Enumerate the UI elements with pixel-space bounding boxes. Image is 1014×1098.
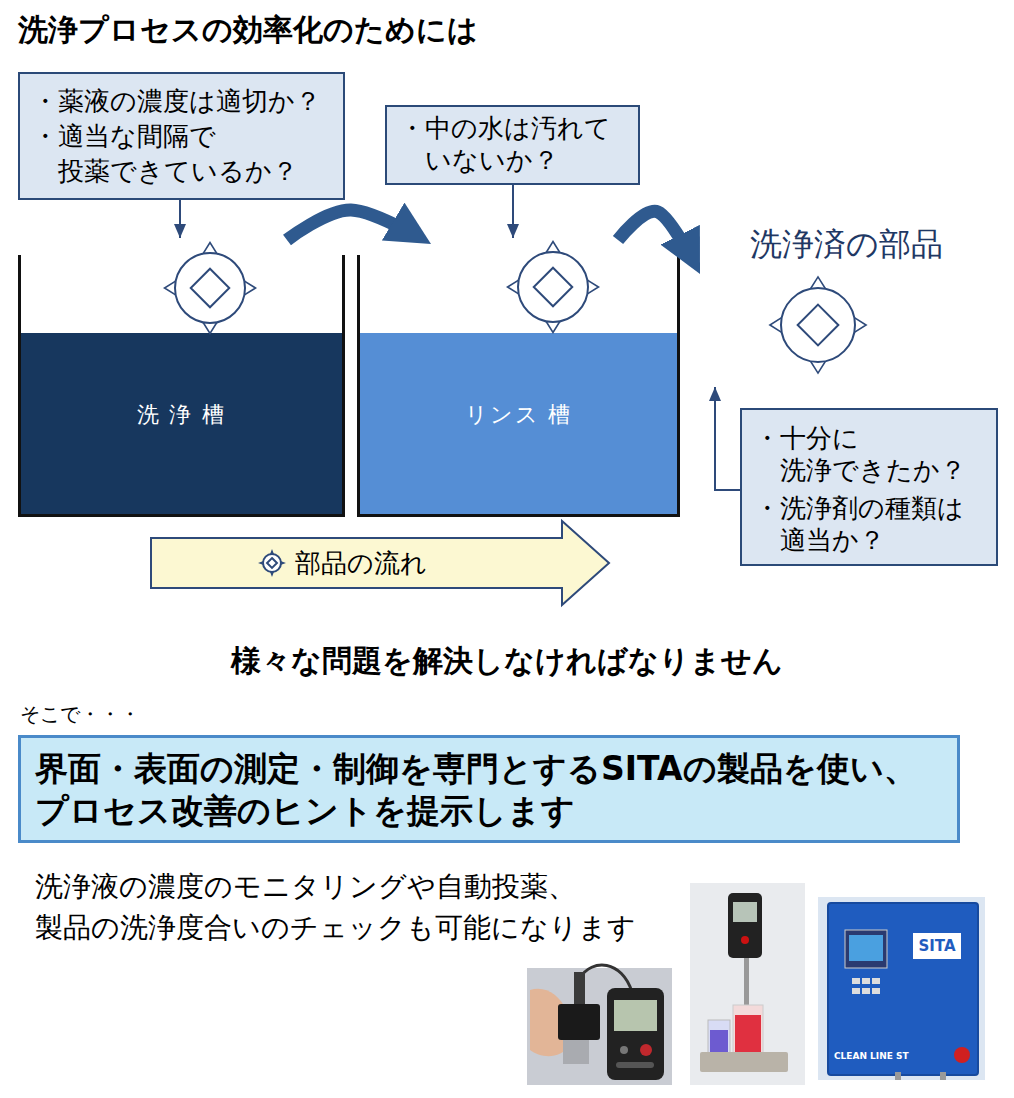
rinse-tank: リンス 槽 <box>357 238 680 517</box>
cabinet <box>828 903 978 1075</box>
pipe <box>940 1072 946 1080</box>
part-icon <box>770 277 866 373</box>
logo-plate <box>913 933 961 959</box>
node-text: ・適当な間隔で 投薬できているか？ <box>32 119 337 189</box>
product-model: CLEAN LINE ST <box>834 1050 944 1062</box>
part-diamond <box>267 558 277 568</box>
node-shape <box>18 238 345 517</box>
photo-background <box>527 968 672 1085</box>
sensor-block <box>558 1004 600 1040</box>
flow-arrow-band: 部品の流れ <box>150 520 610 606</box>
sensor-tip <box>563 1040 589 1064</box>
node-text-group: 洗浄済の部品 <box>750 224 943 264</box>
key <box>872 978 880 984</box>
device-body <box>728 893 762 958</box>
tensiometer-photo <box>690 883 805 1085</box>
meter-button <box>616 1062 654 1068</box>
callout-pointer <box>512 185 514 238</box>
meter-button <box>640 1044 652 1056</box>
process-flow-arrow <box>287 210 431 244</box>
node-text-group: 部品の流れ <box>295 546 427 580</box>
part-circle <box>175 253 245 323</box>
key <box>852 978 860 984</box>
beaker <box>708 1020 730 1053</box>
node-text: リンス 槽 <box>357 400 680 430</box>
display-frame <box>845 930 887 968</box>
question-callout: ・中の水は汚れて いないか？ <box>385 105 640 185</box>
node-text-group: 界面・表面の測定・制御を専門とするSITAの製品を使い、 プロセス改善のヒントを… <box>35 748 949 832</box>
solution-banner: 界面・表面の測定・制御を専門とするSITAの製品を使い、 プロセス改善のヒントを… <box>18 735 960 843</box>
part-diamond <box>798 305 839 346</box>
node-text-group: ・十分に 洗浄できたか？・洗浄剤の種類は 適当か？ <box>754 422 990 556</box>
node-text: 界面・表面の測定・制御を専門とするSITAの製品を使い、 プロセス改善のヒントを… <box>35 748 949 832</box>
statement-text: 様々な問題を解決しなければなりません <box>0 641 1014 681</box>
sensor-stem <box>574 972 585 1006</box>
part-diamond <box>534 268 573 307</box>
node-text: ・十分に 洗浄できたか？ <box>754 422 990 486</box>
key <box>862 988 870 994</box>
node-text-group: ・中の水は汚れて いないか？ <box>399 112 632 176</box>
pipe <box>895 1072 901 1080</box>
liquid <box>735 1015 761 1052</box>
part-icon <box>508 242 599 333</box>
lead-in-text: そこで・・・ <box>20 700 220 728</box>
cable <box>580 965 632 992</box>
node-text-group: 洗 浄 槽 <box>18 400 345 430</box>
meter-screen <box>614 1000 657 1031</box>
part-icon <box>165 243 256 334</box>
cleaned-part: 洗浄済の部品 <box>700 222 990 387</box>
callout-pointer <box>179 200 181 238</box>
meter-body <box>607 988 664 1080</box>
device-button <box>741 936 749 944</box>
key <box>852 988 860 994</box>
wash-tank: 洗 浄 槽 <box>18 238 345 517</box>
key <box>862 978 870 984</box>
node-text: ・洗浄剤の種類は 適当か？ <box>754 492 990 556</box>
node-shape <box>357 238 680 517</box>
process-flow-arrow <box>618 211 700 274</box>
part-circle <box>781 288 855 362</box>
control-cabinet-photo <box>818 897 985 1080</box>
node-text: 部品の流れ <box>295 546 427 580</box>
device-screen <box>733 902 757 922</box>
node-text: 洗浄済の部品 <box>750 224 943 264</box>
meter-button <box>620 1046 628 1054</box>
display <box>849 935 883 961</box>
node-text: ・中の水は汚れて いないか？ <box>399 112 632 176</box>
beaker <box>733 1005 763 1053</box>
callout-pointer <box>715 387 740 490</box>
key <box>872 988 880 994</box>
question-callout: ・十分に 洗浄できたか？・洗浄剤の種類は 適当か？ <box>740 408 998 566</box>
part-diamond <box>191 269 230 308</box>
red-logo <box>954 1047 970 1063</box>
node-text-group: ・薬液の濃度は適切か？・適当な間隔で 投薬できているか？ <box>32 84 337 189</box>
product-logo: SITA <box>913 935 961 957</box>
part-icon <box>260 551 283 574</box>
question-callout: ・薬液の濃度は適切か？・適当な間隔で 投薬できているか？ <box>18 72 345 200</box>
handheld-meter-photo <box>527 965 672 1085</box>
diagram-title: 洗浄プロセスの効率化のためには <box>18 10 478 50</box>
node-text-group: リンス 槽 <box>357 400 680 430</box>
part-circle <box>518 252 588 322</box>
liquid <box>710 1030 728 1052</box>
part-circle <box>263 554 281 572</box>
photo-background <box>690 883 805 1085</box>
node-text: 洗 浄 槽 <box>18 400 345 430</box>
photo-background <box>818 897 985 1080</box>
description-text: 洗浄液の濃度のモニタリングや自動投薬、 製品の洗浄度合いのチェックも可能になりま… <box>35 866 675 948</box>
node-text: ・薬液の濃度は適切か？ <box>32 84 337 119</box>
stand-base <box>700 1052 788 1072</box>
flow-arrow-shape <box>151 521 609 605</box>
